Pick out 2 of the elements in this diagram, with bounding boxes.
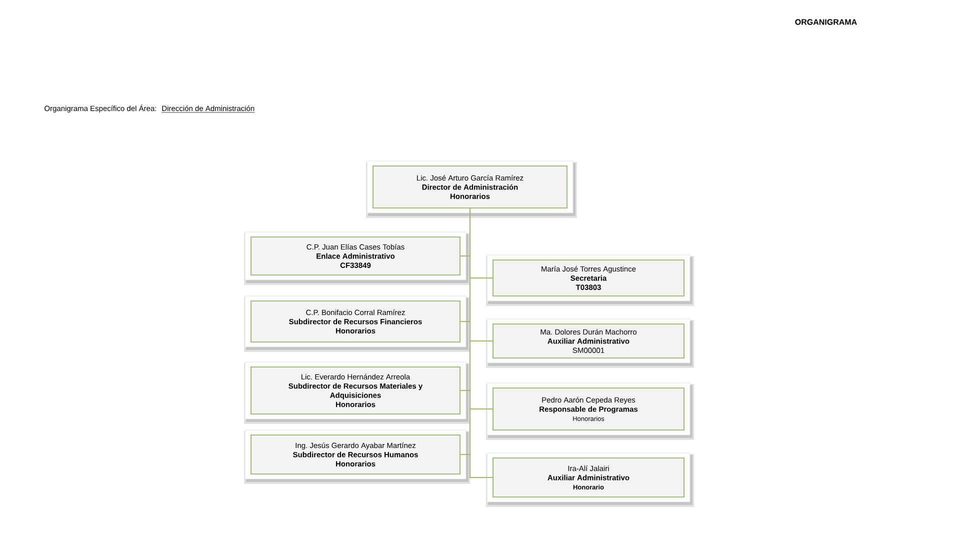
title-text: ORGANIGRAMA — [795, 19, 857, 25]
connector-line — [470, 208, 493, 478]
